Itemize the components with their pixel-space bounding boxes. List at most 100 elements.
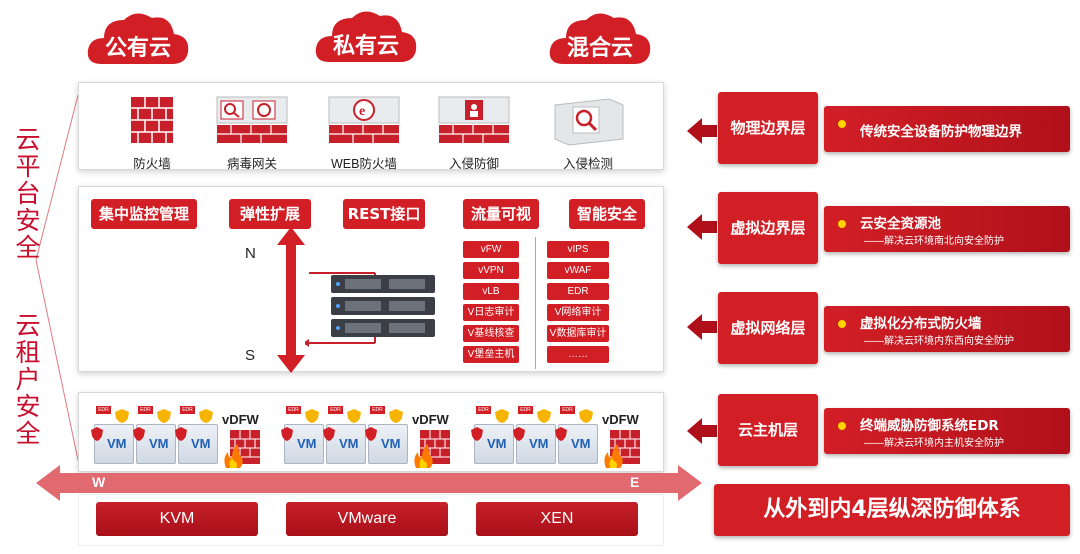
- device-label: WEB防火墙: [331, 157, 397, 171]
- red-shield-icon: [513, 427, 525, 441]
- shield-icon: [495, 409, 509, 423]
- vm-box: VM: [555, 424, 598, 464]
- cloud-tenant-security-label: 云租户安全: [15, 311, 41, 448]
- hybrid-cloud: 混合云: [546, 8, 654, 66]
- vm-box: VM: [175, 424, 218, 464]
- vm-box: VM: [365, 424, 408, 464]
- firewall-flame-icon: [414, 430, 450, 468]
- vm-box: VM: [91, 424, 134, 464]
- layer-description-title: 终端威胁防御系统EDR: [860, 418, 999, 434]
- defense-system-title: 从外到内4层纵深防御体系: [714, 484, 1070, 536]
- left-arrow-icon: [687, 118, 717, 144]
- physical-devices-panel: 防火墙 病毒网关 e WEB防火墙 入侵防御: [78, 82, 664, 171]
- virus-gateway-icon: [216, 96, 288, 143]
- red-shield-icon: [471, 427, 483, 441]
- column-divider: [535, 237, 536, 369]
- vm-label: VM: [107, 436, 127, 451]
- vm-label: VM: [529, 436, 549, 451]
- west-label: W: [92, 474, 106, 490]
- shield-icon: [347, 409, 361, 423]
- vm-box: VM: [323, 424, 366, 464]
- layer-description-subtitle: ——解决云环境内主机安全防护: [864, 438, 1004, 449]
- shield-icon: [305, 409, 319, 423]
- feature-badge: REST接口: [343, 199, 425, 229]
- virtual-function-box: EDR: [547, 283, 609, 300]
- edr-badge: EDR: [96, 406, 111, 414]
- vm-label: VM: [149, 436, 169, 451]
- layer-description-subtitle: ——解决云环境南北向安全防护: [864, 236, 1004, 247]
- firewall-flame-icon: [224, 430, 260, 468]
- bullet-dot: [838, 422, 846, 430]
- cloud-label: 混合云: [566, 36, 633, 61]
- vdfw-label: vDFW: [222, 412, 259, 427]
- shield-icon: [579, 409, 593, 423]
- vm-box: VM: [281, 424, 324, 464]
- cloud-label: 私有云: [332, 34, 399, 59]
- device-label: 入侵防御: [448, 157, 499, 171]
- intrusion-prevention-device: 入侵防御: [429, 91, 519, 171]
- shield-icon: [537, 409, 551, 423]
- hypervisor-kvm: KVM: [96, 502, 258, 536]
- virtual-function-box: V堡垒主机: [463, 346, 519, 363]
- shield-icon: [389, 409, 403, 423]
- vm-label: VM: [297, 436, 317, 451]
- virtual-function-box: vFW: [463, 241, 519, 258]
- vm-label: VM: [191, 436, 211, 451]
- red-shield-icon: [91, 427, 103, 441]
- cloud-label: 公有云: [104, 36, 171, 61]
- edr-badge: EDR: [560, 406, 575, 414]
- layer-description-subtitle: ——解决云环境内东西向安全防护: [864, 336, 1014, 347]
- svg-text:e: e: [359, 104, 365, 119]
- layer-virtual-network: 虚拟网络层: [718, 292, 818, 364]
- shield-icon: [115, 409, 129, 423]
- vm-box: VM: [471, 424, 514, 464]
- virtual-function-box: V基线核查: [463, 325, 519, 342]
- edr-badge: EDR: [370, 406, 385, 414]
- layer-description: 虚拟化分布式防火墙 ——解决云环境内东西向安全防护: [824, 306, 1070, 352]
- device-label: 病毒网关: [226, 157, 277, 171]
- intrusion-detection-device: 入侵检测: [543, 91, 633, 171]
- red-shield-icon: [555, 427, 567, 441]
- west-east-arrow: [36, 465, 702, 501]
- east-label: E: [630, 474, 640, 490]
- private-cloud: 私有云: [312, 6, 420, 64]
- feature-badge: 智能安全: [569, 199, 645, 229]
- layer-description-title: 虚拟化分布式防火墙: [860, 316, 982, 332]
- north-label: N: [245, 245, 256, 262]
- edr-badge: EDR: [476, 406, 491, 414]
- red-shield-icon: [133, 427, 145, 441]
- vm-label: VM: [487, 436, 507, 451]
- virtual-function-box: vLB: [463, 283, 519, 300]
- vdfw-label: vDFW: [602, 412, 639, 427]
- vm-label: VM: [571, 436, 591, 451]
- hypervisor-vmware: VMware: [286, 502, 448, 536]
- layer-description-title: 传统安全设备防护物理边界: [860, 124, 1022, 140]
- vm-label: VM: [339, 436, 359, 451]
- web-firewall-icon: e: [328, 96, 400, 143]
- left-arrow-icon: [687, 418, 717, 444]
- left-arrow-icon: [687, 214, 717, 240]
- virus-gateway-device: 病毒网关: [207, 91, 297, 171]
- vm-box: VM: [133, 424, 176, 464]
- shield-icon: [199, 409, 213, 423]
- virtual-function-box: V日志审计: [463, 304, 519, 321]
- bullet-dot: [838, 320, 846, 328]
- red-shield-icon: [365, 427, 377, 441]
- firewall-device: 防火墙: [107, 91, 197, 171]
- edr-badge: EDR: [328, 406, 343, 414]
- layer-cloud-host: 云主机层: [718, 394, 818, 466]
- layer-description: 传统安全设备防护物理边界: [824, 106, 1070, 152]
- virtual-function-box: ……: [547, 346, 609, 363]
- cloud-icon: [87, 13, 189, 65]
- edr-badge: EDR: [138, 406, 153, 414]
- virtual-function-box: V网络审计: [547, 304, 609, 321]
- red-shield-icon: [175, 427, 187, 441]
- vdfw-label: vDFW: [412, 412, 449, 427]
- virtual-function-box: V数据库审计: [547, 325, 609, 342]
- shield-icon: [157, 409, 171, 423]
